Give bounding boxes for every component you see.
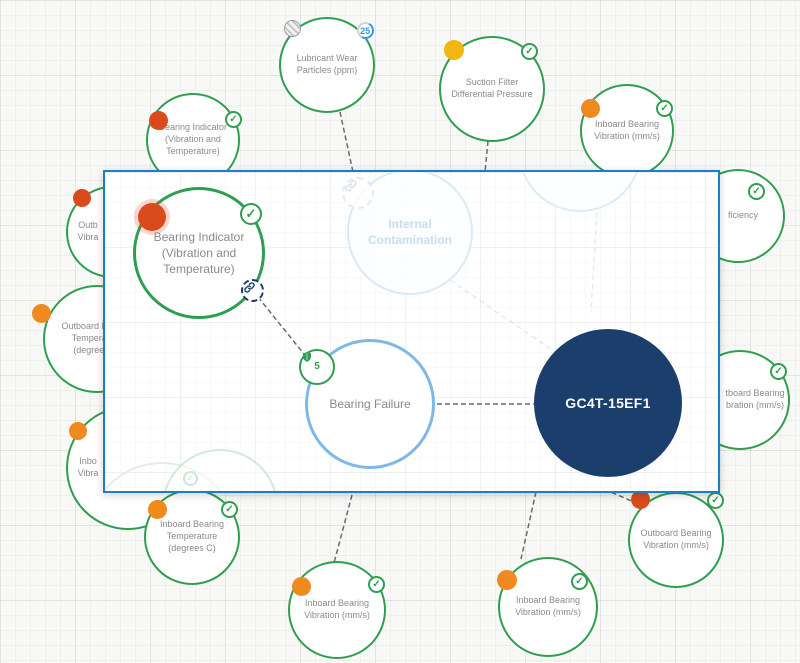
status-dot bbox=[444, 40, 464, 60]
check-badge: ✓ bbox=[707, 492, 724, 509]
node-label: Inboard Bearing Temperature (degrees C) bbox=[159, 519, 225, 553]
node-label: Inbo Vibra bbox=[77, 456, 99, 478]
status-dot bbox=[32, 304, 51, 323]
check-badge: ✓ bbox=[571, 573, 588, 590]
node-internal-contamination-faint: Internal Contamination bbox=[347, 172, 473, 295]
faint-circle-bottom-left-gray bbox=[105, 462, 237, 491]
status-dot bbox=[148, 500, 167, 519]
shield-count-badge[interactable]: 5 bbox=[299, 349, 335, 385]
status-dot bbox=[149, 111, 168, 130]
asset-label: GC4T-15EF1 bbox=[565, 395, 651, 411]
node-inboard-bearing-vibration-2[interactable]: Inboard Bearing Vibration (mm/s) ✓ bbox=[497, 557, 598, 657]
check-badge: ✓ bbox=[225, 111, 242, 128]
status-dot bbox=[73, 189, 91, 207]
node-label: Bearing Indicator (Vibration and Tempera… bbox=[158, 122, 228, 156]
check-badge: ✓ bbox=[221, 501, 238, 518]
node-label: Bearing Failure bbox=[329, 396, 411, 411]
faint-circle-top-right bbox=[518, 172, 642, 212]
node-suction-filter-differential-pressure[interactable]: Suction Filter Differential Pressure ✓ bbox=[439, 36, 545, 142]
link-icon bbox=[244, 282, 255, 293]
link-icon bbox=[345, 180, 357, 192]
node-asset-gc4t-15ef1[interactable]: GC4T-15EF1 bbox=[534, 329, 682, 477]
status-dot bbox=[292, 577, 311, 596]
faint-link-badge bbox=[342, 177, 374, 209]
check-badge: ✓ bbox=[656, 100, 673, 117]
shield-count: 5 bbox=[314, 360, 320, 372]
status-dot bbox=[581, 99, 600, 118]
node-label: Suction Filter Differential Pressure bbox=[451, 77, 533, 99]
faint-circle-bottom-left-green bbox=[162, 449, 278, 491]
check-badge: ✓ bbox=[368, 576, 385, 593]
node-label: Inboard Bearing Vibration (mm/s) bbox=[594, 119, 660, 141]
check-badge: ✓ bbox=[748, 183, 765, 200]
node-inboard-bearing-vibration-top[interactable]: Inboard Bearing Vibration (mm/s) ✓ bbox=[580, 84, 674, 178]
node-label: Outb Vibra bbox=[77, 220, 99, 242]
shield-icon bbox=[303, 352, 311, 362]
check-badge: ✓ bbox=[521, 43, 538, 60]
node-inboard-bearing-vibration-1[interactable]: Inboard Bearing Vibration (mm/s) ✓ bbox=[288, 561, 386, 659]
zoom-overlay-panel: Internal Contamination ✓ Bearing Indicat… bbox=[103, 170, 720, 493]
status-dot bbox=[138, 203, 166, 231]
node-label: tboard Bearing bration (mm/s) bbox=[725, 388, 785, 410]
hatched-status-badge bbox=[284, 20, 301, 37]
link-badge[interactable] bbox=[241, 279, 264, 302]
node-label: Internal Contamination bbox=[368, 216, 452, 247]
status-dot bbox=[69, 422, 87, 440]
node-label: Outboard Bearing Vibration (mm/s) bbox=[640, 528, 712, 550]
node-label: Lubricant Wear Particles (ppm) bbox=[296, 53, 358, 75]
faint-check-badge: ✓ bbox=[183, 471, 198, 486]
check-badge: ✓ bbox=[240, 203, 262, 225]
status-dot bbox=[497, 570, 517, 590]
node-label: Inboard Bearing Vibration (mm/s) bbox=[515, 595, 581, 617]
node-bearing-indicator-focus[interactable]: Bearing Indicator (Vibration and Tempera… bbox=[133, 187, 265, 319]
node-label: Bearing Indicator (Vibration and Tempera… bbox=[153, 229, 245, 277]
count-badge[interactable]: 25 bbox=[355, 20, 376, 41]
check-badge: ✓ bbox=[770, 363, 787, 380]
node-outboard-bearing-vibration-bottom[interactable]: Outboard Bearing Vibration (mm/s) ✓ bbox=[628, 490, 724, 588]
node-label: ficiency bbox=[727, 210, 758, 221]
node-inboard-bearing-temperature[interactable]: Inboard Bearing Temperature (degrees C) … bbox=[144, 489, 240, 585]
node-label: Inboard Bearing Vibration (mm/s) bbox=[304, 598, 370, 620]
node-lubricant-wear-particles[interactable]: Lubricant Wear Particles (ppm) 25 bbox=[279, 17, 376, 113]
